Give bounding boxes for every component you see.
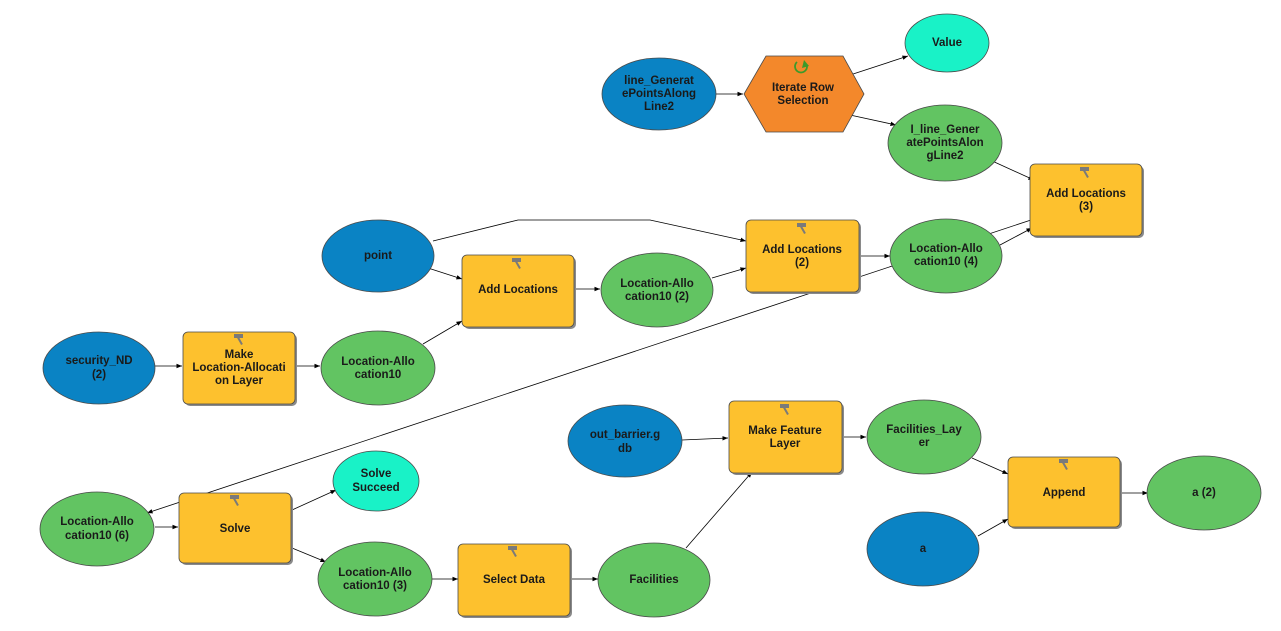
node-label: ePointsAlong: [622, 88, 696, 100]
node-label: (2): [92, 369, 106, 381]
tool-make-location-allocation-layer[interactable]: Make Location-Allocati on Layer: [182, 331, 297, 406]
tool-solve[interactable]: Solve: [178, 492, 293, 565]
node-label: line_Generat: [624, 75, 694, 87]
hammer-icon: [797, 223, 806, 234]
connector: [685, 471, 753, 549]
connectors: [146, 55, 1148, 582]
node-label: Location-Allo: [60, 516, 133, 528]
node-location-allocation10-4[interactable]: Location-Allo cation10 (4): [889, 218, 1003, 294]
node-label: cation10 (6): [65, 530, 129, 542]
node-label: Location-Allo: [341, 356, 414, 368]
tool-append[interactable]: Append: [1007, 456, 1122, 529]
connector: [291, 547, 327, 563]
node-label: Location-Allo: [620, 278, 693, 290]
node-value[interactable]: Value: [904, 13, 990, 73]
tool-select-data[interactable]: Select Data: [457, 543, 572, 618]
node-label: security_ND: [65, 355, 132, 367]
node-location-allocation10-3[interactable]: Location-Allo cation10 (3): [317, 541, 433, 617]
node-security-nd[interactable]: security_ND (2): [42, 331, 156, 405]
node-label: atePointsAlon: [906, 137, 983, 149]
node-label: Solve: [361, 468, 392, 480]
node-label: a (2): [1192, 487, 1216, 499]
hammer-icon: [508, 546, 517, 557]
node-label: Append: [1043, 487, 1086, 499]
connector: [989, 159, 1035, 181]
node-location-allocation10-6[interactable]: Location-Allo cation10 (6): [39, 491, 155, 567]
connector: [971, 457, 1009, 475]
node-label: db: [618, 443, 632, 455]
connector: [681, 436, 729, 441]
node-label: Solve: [220, 523, 251, 535]
node-label: on Layer: [215, 375, 263, 387]
node-label: Iterate Row: [772, 82, 834, 94]
connector: [711, 267, 747, 279]
node-label: cation10 (2): [625, 291, 689, 303]
node-location-allocation10-2[interactable]: Location-Allo cation10 (2): [600, 252, 714, 328]
node-label: Succeed: [352, 482, 399, 494]
hammer-icon: [1059, 459, 1068, 470]
hammer-icon: [780, 404, 789, 415]
node-label: Facilities_Lay: [886, 424, 962, 436]
hammer-icon: [234, 334, 243, 345]
node-label: cation10 (4): [914, 256, 978, 268]
node-facilities-layer[interactable]: Facilities_Lay er: [866, 399, 982, 475]
node-label: Select Data: [483, 574, 546, 586]
connector: [849, 55, 909, 76]
node-label: Location-Allo: [338, 567, 411, 579]
node-label: Add Locations: [762, 244, 842, 256]
hammer-icon: [1080, 167, 1089, 178]
connector: [422, 320, 463, 345]
node-label: Layer: [770, 438, 801, 450]
node-label: Facilities: [629, 574, 678, 586]
node-label: Make: [225, 349, 254, 361]
hammer-icon: [230, 495, 239, 506]
node-out-barrier-gdb[interactable]: out_barrier.g db: [567, 404, 683, 478]
node-a[interactable]: a: [866, 511, 980, 587]
node-facilities[interactable]: Facilities: [597, 542, 711, 618]
connector: [977, 518, 1009, 537]
node-location-allocation10[interactable]: Location-Allo cation10: [320, 330, 436, 406]
connector: [291, 489, 337, 511]
connector: [427, 267, 463, 280]
node-label: Line2: [644, 101, 674, 113]
hammer-icon: [512, 258, 521, 269]
node-iterate-row-selection[interactable]: Iterate Row Selection: [743, 55, 865, 133]
node-label: Location-Allo: [909, 243, 982, 255]
iterate-refresh-icon: [794, 60, 809, 74]
tool-add-locations-3[interactable]: Add Locations (3): [1029, 163, 1144, 238]
node-label: Location-Allocati: [192, 362, 285, 374]
node-label: Value: [932, 37, 962, 49]
connector: [146, 219, 1032, 514]
node-label: er: [919, 437, 930, 449]
node-label: Add Locations: [478, 284, 558, 296]
node-label: out_barrier.g: [590, 429, 660, 441]
node-label: cation10: [355, 369, 402, 381]
node-label: cation10 (3): [343, 580, 407, 592]
node-i-line-generate-points[interactable]: I_line_Gener atePointsAlon gLine2: [887, 104, 1003, 182]
connector: [999, 227, 1033, 246]
node-label: (2): [795, 257, 809, 269]
node-label: Add Locations: [1046, 188, 1126, 200]
node-label: Make Feature: [748, 425, 822, 437]
node-label: I_line_Gener: [910, 124, 980, 136]
node-solve-succeed[interactable]: Solve Succeed: [332, 450, 420, 512]
tool-add-locations-2[interactable]: Add Locations (2): [745, 219, 861, 294]
node-point[interactable]: point: [321, 219, 435, 293]
tool-add-locations[interactable]: Add Locations: [461, 254, 576, 329]
node-label: gLine2: [926, 150, 963, 162]
node-label: a: [920, 543, 927, 555]
node-line-generate-points[interactable]: line_Generat ePointsAlong Line2: [601, 57, 717, 131]
tool-make-feature-layer[interactable]: Make Feature Layer: [728, 400, 844, 475]
node-label: Selection: [777, 95, 828, 107]
node-label: (3): [1079, 201, 1093, 213]
node-a-2[interactable]: a (2): [1146, 455, 1262, 531]
connector: [432, 219, 747, 242]
node-label: point: [364, 250, 392, 262]
connector: [849, 114, 897, 126]
